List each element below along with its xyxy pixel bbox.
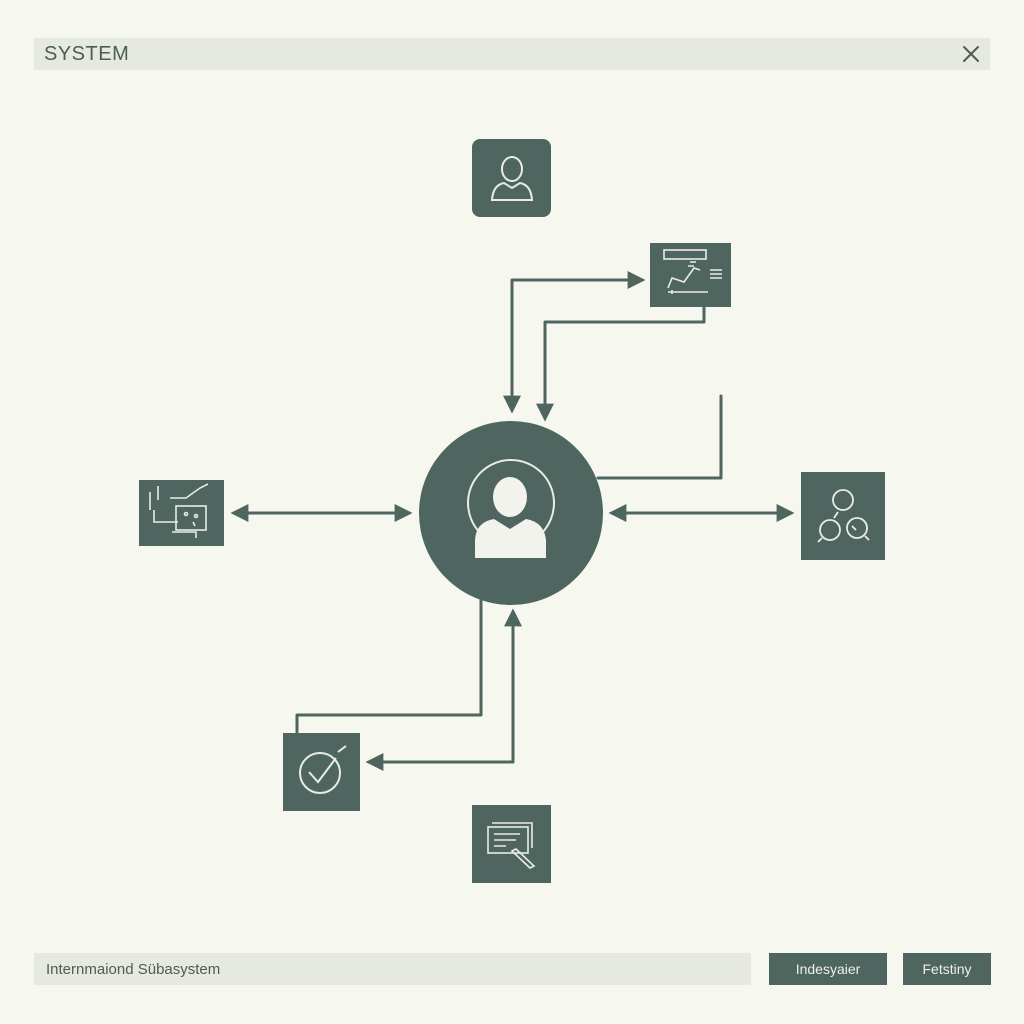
- window-title: SYSTEM: [44, 43, 130, 65]
- connector-center-to-check: [295, 598, 483, 734]
- document-pen-icon: [487, 822, 536, 869]
- primary-action-button[interactable]: Indesyaier: [769, 953, 887, 985]
- connector-center-to-chart: [503, 271, 646, 414]
- status-bar: Internmaiond Sübasystem: [34, 953, 751, 985]
- node-bottom[interactable]: [472, 805, 551, 883]
- node-bottom-left[interactable]: [283, 733, 360, 811]
- checkmark-badge-icon: [299, 745, 347, 794]
- node-upper-right[interactable]: [650, 243, 731, 307]
- close-icon: [963, 46, 979, 62]
- connector-chart-to-center: [536, 306, 706, 422]
- connector-right-branch: [596, 394, 723, 480]
- window-titlebar: SYSTEM: [34, 38, 990, 70]
- connector-check-to-center: [365, 608, 522, 771]
- center-node[interactable]: [419, 421, 603, 605]
- node-right[interactable]: [801, 472, 885, 560]
- secondary-action-button[interactable]: Fetstiny: [903, 953, 991, 985]
- user-avatar-icon: [467, 459, 555, 558]
- node-left[interactable]: [139, 480, 224, 546]
- person-icon: [490, 156, 534, 201]
- node-top[interactable]: [472, 139, 551, 217]
- line-chart-presentation-icon: [663, 249, 722, 294]
- group-chat-icon: [817, 489, 870, 543]
- close-button[interactable]: [958, 41, 984, 67]
- status-text: Internmaiond Sübasystem: [46, 961, 221, 978]
- workflow-sketch-icon: [149, 483, 209, 538]
